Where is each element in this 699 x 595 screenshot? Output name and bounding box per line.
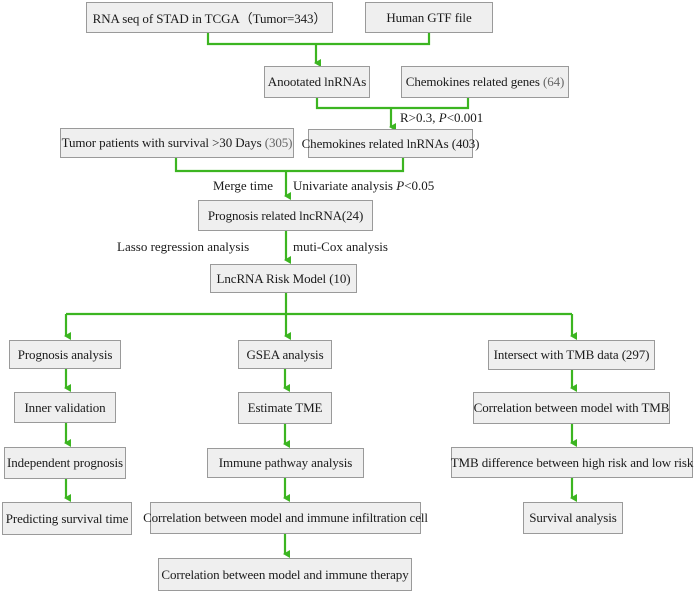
lasso-label: Lasso regression analysis <box>117 239 250 254</box>
corr-therapy-box: Correlation between model and immune the… <box>158 558 412 591</box>
tme-box: Estimate TME <box>238 392 332 424</box>
predict-text: Predicting survival time <box>5 510 129 526</box>
annotated-text: Anootated lnRNAs <box>267 74 367 89</box>
chemokine-lnc-text: Chemokines related lnRNAs (403) <box>301 135 480 151</box>
muticox-label: muti-Cox analysis <box>293 239 388 254</box>
tme-text: Estimate TME <box>247 400 323 415</box>
survival-box: Tumor patients with survival >30 Days (3… <box>60 128 294 158</box>
chemokine-genes-box: Chemokines related genes (64) <box>401 66 569 98</box>
chemokine-genes-count: (64) <box>542 74 565 89</box>
survival-count: (305) <box>264 135 293 150</box>
corr-tmb-text: Correlation between model with TMB <box>473 400 670 415</box>
inner-text: Inner validation <box>24 399 106 415</box>
corr-infil-text: Correlation between model and immune inf… <box>143 510 428 525</box>
immune-path-box: Immune pathway analysis <box>207 448 364 478</box>
prog-analysis-box: Prognosis analysis <box>9 340 121 369</box>
univariate-label: Univariate analysis P<0.05 <box>293 178 435 193</box>
risk-model-box: LncRNA Risk Model (10) <box>210 264 357 293</box>
connector-annot-chemo <box>315 98 470 110</box>
gtf-box: Human GTF file <box>365 2 493 33</box>
chemokine-lnc-box: Chemokines related lnRNAs (403) <box>302 129 480 158</box>
connector-survival-lnc <box>174 158 405 173</box>
annotated-box: Anootated lnRNAs <box>264 66 370 98</box>
rna-seq-text: RNA seq of STAD in TCGA（Tumor=343） <box>92 11 327 26</box>
corr-tmb-box: Correlation between model with TMB <box>473 392 670 424</box>
prognosis-lnc-box: Prognosis related lncRNA(24) <box>198 200 373 231</box>
survival-text: Tumor patients with survival >30 Days <box>61 135 262 150</box>
chemokine-genes-text: Chemokines related genes <box>405 74 540 89</box>
immune-path-text: Immune pathway analysis <box>218 455 353 470</box>
prog-analysis-text: Prognosis analysis <box>17 346 113 362</box>
risk-model-text: LncRNA Risk Model (10) <box>216 270 351 286</box>
corr-threshold-label: R>0.3, P<0.001 <box>400 110 484 125</box>
indep-box: Independent prognosis <box>4 447 126 479</box>
indep-text: Independent prognosis <box>7 455 123 470</box>
surv-analysis-text: Survival analysis <box>529 510 617 525</box>
corr-therapy-text: Correlation between model and immune the… <box>161 566 409 582</box>
surv-analysis-box: Survival analysis <box>523 502 623 534</box>
gsea-box: GSEA analysis <box>238 340 332 369</box>
gtf-text: Human GTF file <box>386 9 472 25</box>
tmb-intersect-text: Intersect with TMB data (297) <box>493 347 650 362</box>
corr-infil-box: Correlation between model and immune inf… <box>143 502 428 534</box>
prognosis-lnc-text: Prognosis related lncRNA(24) <box>207 207 364 223</box>
inner-box: Inner validation <box>14 392 116 423</box>
connector-top-merge <box>206 33 431 46</box>
tmb-intersect-box: Intersect with TMB data (297) <box>488 340 655 370</box>
tmb-diff-box: TMB difference between high risk and low… <box>451 447 693 478</box>
gsea-text: GSEA analysis <box>246 346 324 362</box>
rna-seq-box: RNA seq of STAD in TCGA（Tumor=343） <box>86 2 333 33</box>
predict-box: Predicting survival time <box>2 502 132 535</box>
tmb-diff-text: TMB difference between high risk and low… <box>450 454 694 470</box>
merge-label: Merge time <box>213 178 274 193</box>
